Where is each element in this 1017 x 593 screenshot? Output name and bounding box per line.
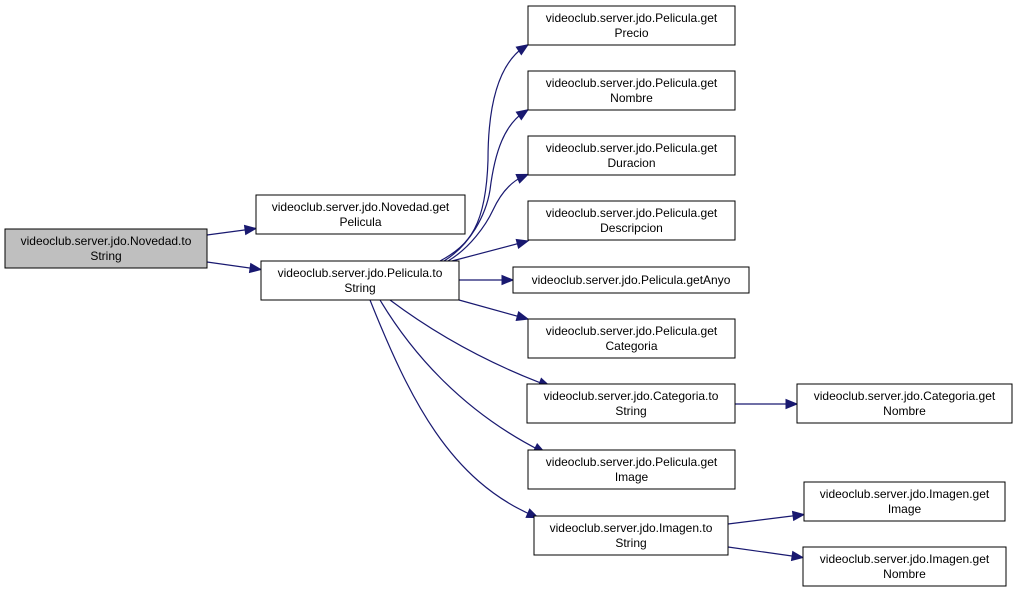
edge-arrowhead: [515, 310, 530, 322]
edge-pelicula_tostring-to-pelicula_getcategoria: [458, 299, 530, 322]
edge-line: [727, 546, 800, 558]
node-label-line: videoclub.server.jdo.Novedad.to: [21, 234, 192, 248]
node-pelicula-getcategoria[interactable]: videoclub.server.jdo.Pelicula.getCategor…: [527, 318, 736, 359]
node-box: [802, 546, 1007, 587]
node-label-line: videoclub.server.jdo.Pelicula.get: [546, 206, 718, 220]
node-label-line: String: [90, 249, 121, 263]
edge-arrowhead: [515, 44, 530, 56]
node-box: [527, 70, 736, 111]
node-label-line: Nombre: [610, 91, 653, 105]
edge-line: [379, 299, 542, 452]
edge-pelicula_tostring-to-pelicula_getduracion: [447, 173, 530, 262]
edge-pelicula_tostring-to-pelicula_getanyo: [459, 274, 515, 286]
node-box: [4, 228, 208, 269]
node-label-line: videoclub.server.jdo.Categoria.to: [544, 389, 719, 403]
edge-line: [458, 299, 525, 319]
edge-imagen_tostring-to-imagen_getimage: [727, 510, 806, 525]
edge-arrowhead: [515, 109, 530, 121]
node-label-line: videoclub.server.jdo.Pelicula.get: [546, 141, 718, 155]
node-box: [527, 200, 736, 241]
node-box: [796, 383, 1013, 424]
node-label-line: videoclub.server.jdo.Pelicula.get: [546, 455, 718, 469]
node-pelicula-getduracion[interactable]: videoclub.server.jdo.Pelicula.getDuracio…: [527, 135, 736, 176]
edge-pelicula_tostring-to-pelicula_getdescripcion: [451, 238, 530, 262]
edge-arrowhead: [515, 238, 530, 249]
node-label-line: Image: [615, 470, 649, 484]
edge-line: [206, 228, 253, 236]
edge-arrowhead: [515, 173, 530, 184]
edge-arrowhead: [243, 224, 258, 236]
edge-pelicula_tostring-to-imagen_tostring: [369, 299, 540, 519]
node-label-line: videoclub.server.jdo.Pelicula.getAnyo: [532, 273, 731, 287]
node-label-line: videoclub.server.jdo.Categoria.get: [814, 389, 996, 403]
edges-layer: [206, 44, 806, 562]
edge-line: [369, 299, 535, 517]
edge-line: [443, 111, 525, 262]
node-label-line: Image: [888, 502, 922, 516]
node-label-line: Nombre: [883, 567, 926, 581]
node-label-line: videoclub.server.jdo.Pelicula.get: [546, 76, 718, 90]
node-label-line: videoclub.server.jdo.Pelicula.to: [278, 266, 443, 280]
node-label-line: videoclub.server.jdo.Pelicula.get: [546, 11, 718, 25]
node-label-line: String: [615, 536, 646, 550]
node-box: [527, 5, 736, 46]
node-box: [803, 481, 1006, 522]
edge-line: [447, 175, 525, 262]
node-box: [512, 266, 750, 294]
node-label-line: String: [344, 281, 375, 295]
node-box: [255, 194, 466, 235]
node-label-line: Pelicula: [339, 215, 381, 229]
edge-arrowhead: [501, 274, 515, 286]
edge-pelicula_tostring-to-pelicula_getnombre: [443, 109, 530, 262]
edge-arrowhead: [785, 398, 799, 410]
edge-line: [206, 261, 258, 270]
node-label-line: String: [615, 404, 646, 418]
node-box: [527, 135, 736, 176]
node-pelicula-getdescripcion[interactable]: videoclub.server.jdo.Pelicula.getDescrip…: [527, 200, 736, 241]
node-label-line: Duracion: [607, 156, 655, 170]
edge-arrowhead: [790, 550, 805, 562]
node-label-line: Nombre: [883, 404, 926, 418]
node-label-line: Categoria: [605, 339, 657, 353]
node-box: [526, 383, 736, 424]
edge-arrowhead: [791, 510, 806, 522]
edge-novedad_tostring-to-pelicula_tostring: [206, 261, 263, 274]
edge-categoria_tostring-to-categoria_getnombre: [735, 398, 799, 410]
node-pelicula-getanyo[interactable]: videoclub.server.jdo.Pelicula.getAnyo: [512, 266, 750, 294]
node-label-line: videoclub.server.jdo.Novedad.get: [272, 200, 450, 214]
node-box: [260, 260, 460, 301]
node-box: [533, 515, 729, 556]
node-label-line: Precio: [614, 26, 648, 40]
edge-imagen_tostring-to-imagen_getnombre: [727, 546, 805, 562]
node-box: [527, 318, 736, 359]
node-box: [527, 449, 736, 490]
node-label-line: videoclub.server.jdo.Imagen.to: [550, 521, 713, 535]
edge-arrowhead: [248, 262, 263, 274]
node-label-line: Descripcion: [600, 221, 663, 235]
node-label-line: videoclub.server.jdo.Pelicula.get: [546, 324, 718, 338]
node-label-line: videoclub.server.jdo.Imagen.get: [820, 487, 990, 501]
node-label-line: videoclub.server.jdo.Imagen.get: [820, 552, 990, 566]
edge-arrowhead: [525, 508, 540, 519]
edge-pelicula_tostring-to-categoria_tostring: [389, 299, 552, 388]
edge-line: [451, 241, 525, 262]
edge-line: [727, 514, 801, 525]
edge-pelicula_tostring-to-pelicula_getimage: [379, 299, 547, 454]
nodes-layer: videoclub.server.jdo.Novedad.toStringvid…: [4, 5, 1013, 587]
edge-novedad_tostring-to-novedad_getpelicula: [206, 224, 258, 236]
edge-line: [389, 299, 547, 386]
